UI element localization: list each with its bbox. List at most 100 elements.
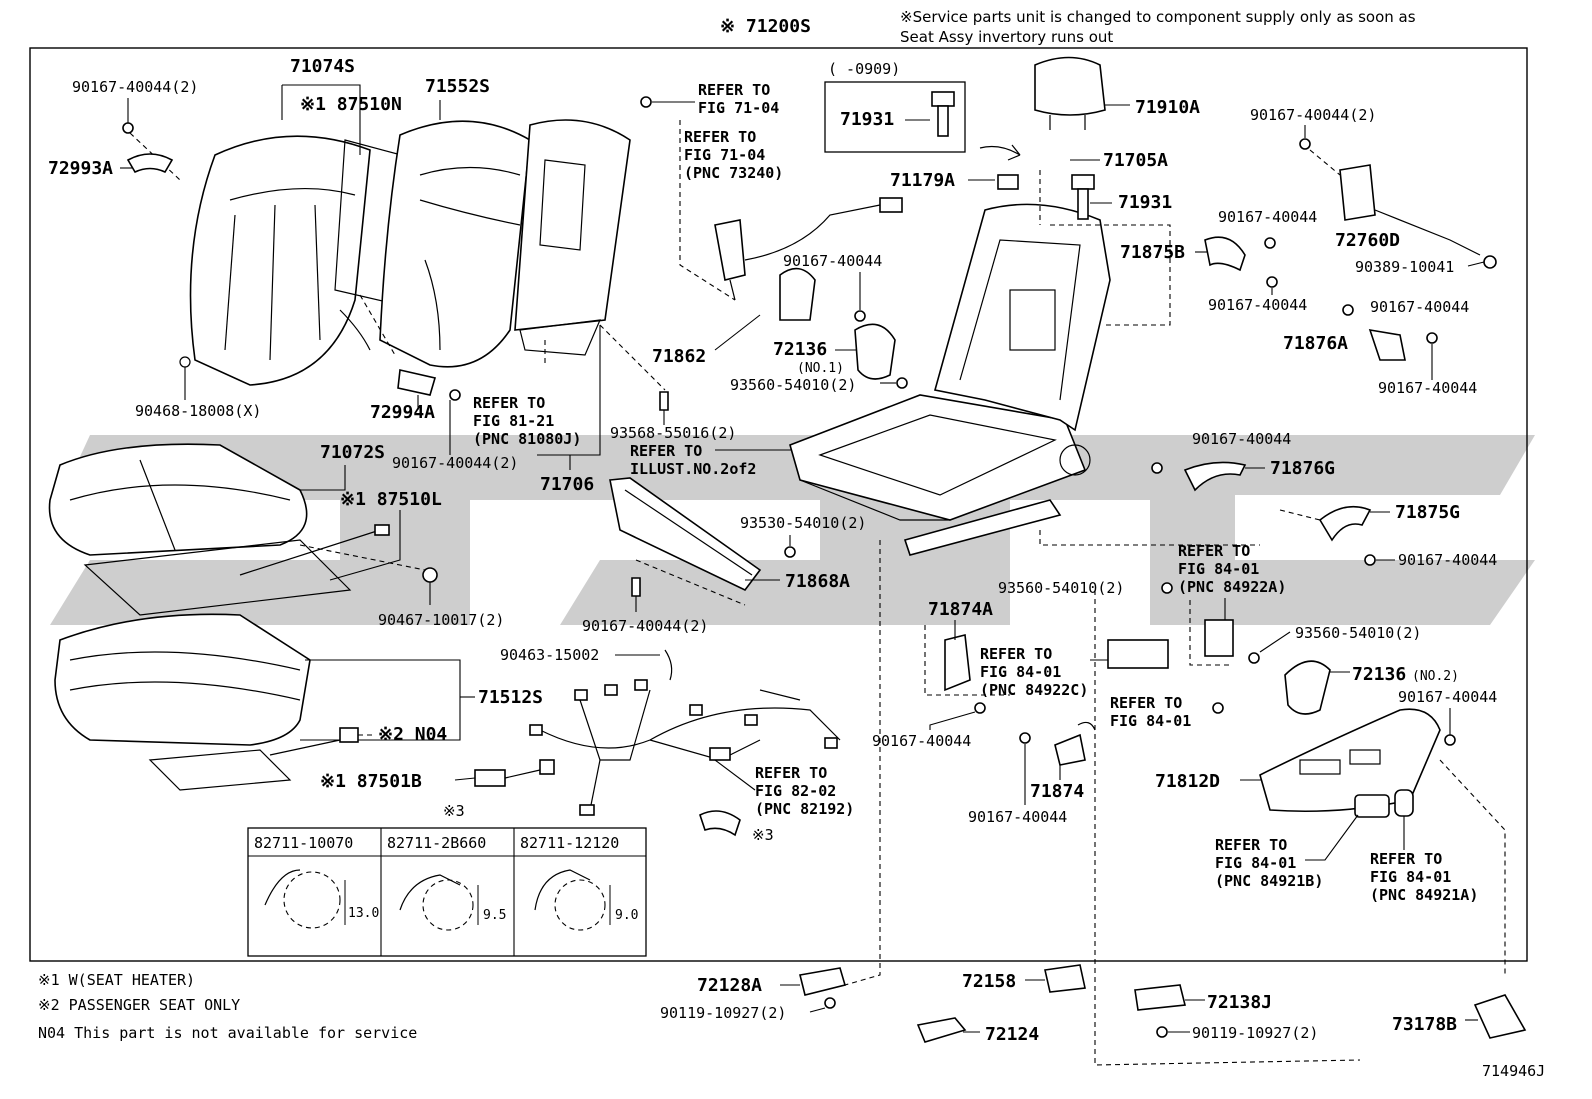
svg-text:ILLUST.NO.2of2: ILLUST.NO.2of2: [630, 460, 756, 478]
cover-71875g-drawing: [1318, 505, 1372, 542]
part-90167-40044-c2: 90167-40044(2): [582, 617, 708, 635]
figure-id: 714946J: [1482, 1062, 1545, 1080]
service-note-line1: ※Service parts unit is changed to compon…: [900, 8, 1416, 26]
part-93568-55016: 93568-55016(2): [610, 424, 736, 442]
diagram-frame: [29, 47, 1528, 962]
svg-text:REFER TO: REFER TO: [630, 442, 702, 460]
inset-box: ( -0909) 71931: [824, 60, 966, 153]
part-71910a: 71910A: [1135, 97, 1200, 118]
part-90167-40044-mid: 90167-40044(2): [392, 454, 518, 472]
cover-72158-drawing: [1044, 964, 1086, 993]
cushion-cover-drawing: [48, 443, 308, 556]
part-90167-40044-tl: 90167-40044(2): [72, 78, 198, 96]
svg-text:REFER TO: REFER TO: [1215, 836, 1287, 854]
ref-71-04-b: REFER TO FIG 71-04 (PNC 73240): [684, 128, 783, 182]
screw-icon: [1156, 1026, 1168, 1038]
clip-col-1: 82711-10070: [254, 834, 353, 852]
bolt-icon: [1161, 582, 1173, 594]
cover-72124-drawing: [916, 1017, 967, 1043]
cover-71874a-drawing: [944, 634, 971, 692]
heater-connector-drawing: [474, 759, 555, 787]
service-note-line2: Seat Assy invertory runs out: [900, 28, 1113, 46]
svg-text:(PNC 84921A): (PNC 84921A): [1370, 886, 1478, 904]
legend-2: ※2 PASSENGER SEAT ONLY: [38, 996, 240, 1014]
part-93530-54010: 93530-54010(2): [740, 514, 866, 532]
part-90167-40044-r6: 90167-40044: [1192, 430, 1291, 448]
svg-text:9.0: 9.0: [615, 908, 638, 923]
ref-82-02: REFER TO FIG 82-02 (PNC 82192): [755, 764, 854, 818]
watermark: [50, 435, 1535, 625]
cover-72136-no1-drawing: [854, 323, 896, 380]
svg-text:REFER TO: REFER TO: [980, 645, 1052, 663]
inset-part: 71931: [840, 109, 894, 130]
bolt-icon: [1364, 554, 1376, 566]
bolt-icon: [122, 122, 134, 134]
buckle-cover-drawing: [779, 267, 816, 321]
part-72993a: 72993A: [48, 158, 113, 179]
support-71931-drawing: [1071, 174, 1095, 220]
seat-sensor-drawing: [148, 727, 359, 791]
cable-tie-drawing: [664, 649, 673, 681]
part-90167-40044-r4: 90167-40044: [1370, 298, 1469, 316]
arrow-icon: [979, 144, 1021, 161]
part-90167-40044-r2: 90167-40044: [1218, 208, 1317, 226]
legend-3: N04 This part is not available for servi…: [38, 1024, 417, 1042]
bolt-icon: [449, 389, 461, 401]
bolt-icon: [1444, 734, 1456, 746]
clip-3-drawing: [699, 810, 741, 837]
cushion-pad-drawing: [54, 613, 311, 746]
part-72158: 72158: [962, 971, 1016, 992]
svg-text:FIG 84-01: FIG 84-01: [1178, 560, 1259, 578]
cover-71875b-drawing: [1204, 236, 1246, 272]
cover-72128a-drawing: [799, 967, 847, 996]
svg-text:(PNC 84922A): (PNC 84922A): [1178, 578, 1286, 596]
seatback-cover-drawing: [189, 135, 371, 386]
seat-frame-drawing: [789, 203, 1111, 556]
bolt-icon: [1151, 462, 1163, 474]
bracket-72994a-drawing: [397, 369, 437, 396]
part-87510l: ※1 87510L: [340, 489, 442, 510]
part-90119-10927-b: 90119-10927(2): [1192, 1024, 1318, 1042]
bolt-icon: [640, 96, 652, 108]
bolt-icon: [896, 377, 908, 389]
ref-81-21: REFER TO FIG 81-21 (PNC 81080J): [473, 394, 581, 448]
svg-text:REFER TO: REFER TO: [1370, 850, 1442, 868]
clip-col-3: 82711-12120: [520, 834, 619, 852]
part-71868a: 71868A: [785, 571, 850, 592]
svg-text:(PNC 73240): (PNC 73240): [684, 164, 783, 182]
part-90167-40044-c3: 90167-40044: [872, 732, 971, 750]
bolt-icon: [974, 702, 986, 714]
svg-text:(PNC 82192): (PNC 82192): [755, 800, 854, 818]
part-71876g: 71876G: [1270, 458, 1335, 479]
ref-illust-2of2: REFER TO ILLUST.NO.2of2: [630, 442, 756, 478]
part-90167-40044-r8: 90167-40044: [1398, 688, 1497, 706]
ref-71-04-a: REFER TO FIG 71-04: [698, 81, 779, 117]
headrest-drawing: [1034, 56, 1106, 130]
svg-text:FIG 71-04: FIG 71-04: [698, 99, 779, 117]
part-90463-15002: 90463-15002: [500, 646, 599, 664]
part-71931-b: 71931: [1118, 192, 1172, 213]
clip-table-title: ※3: [443, 802, 465, 820]
part-90167-40044-c1: 90167-40044: [783, 252, 882, 270]
switch-84921a-drawing: [1394, 789, 1414, 817]
part-90468-18008: 90468-18008(X): [135, 402, 261, 420]
clip-table: ※3 82711-10070 82711-2B660 82711-12120 1…: [247, 802, 647, 957]
seatbelt-buckle-drawing: [714, 197, 903, 301]
part-71179a: 71179A: [890, 170, 955, 191]
svg-text:(PNC 84921B): (PNC 84921B): [1215, 872, 1323, 890]
clip-col-2: 82711-2B660: [387, 834, 486, 852]
seatback-pad-drawing: [379, 120, 531, 368]
cover-71876g-drawing: [1183, 461, 1247, 492]
part-71874: 71874: [1030, 781, 1084, 802]
part-71862: 71862: [652, 346, 706, 367]
cushion-heater-drawing: [83, 524, 390, 616]
svg-text:REFER TO: REFER TO: [698, 81, 770, 99]
part-93560-54010-c: 93560-54010(2): [1295, 624, 1421, 642]
svg-text:FIG 82-02: FIG 82-02: [755, 782, 836, 800]
ref-84-01: REFER TO FIG 84-01: [1110, 694, 1191, 730]
part-90167-40044-r1: 90167-40044(2): [1250, 106, 1376, 124]
part-93560-54010-b: 93560-54010(2): [998, 579, 1124, 597]
svg-text:(PNC 81080J): (PNC 81080J): [473, 430, 581, 448]
